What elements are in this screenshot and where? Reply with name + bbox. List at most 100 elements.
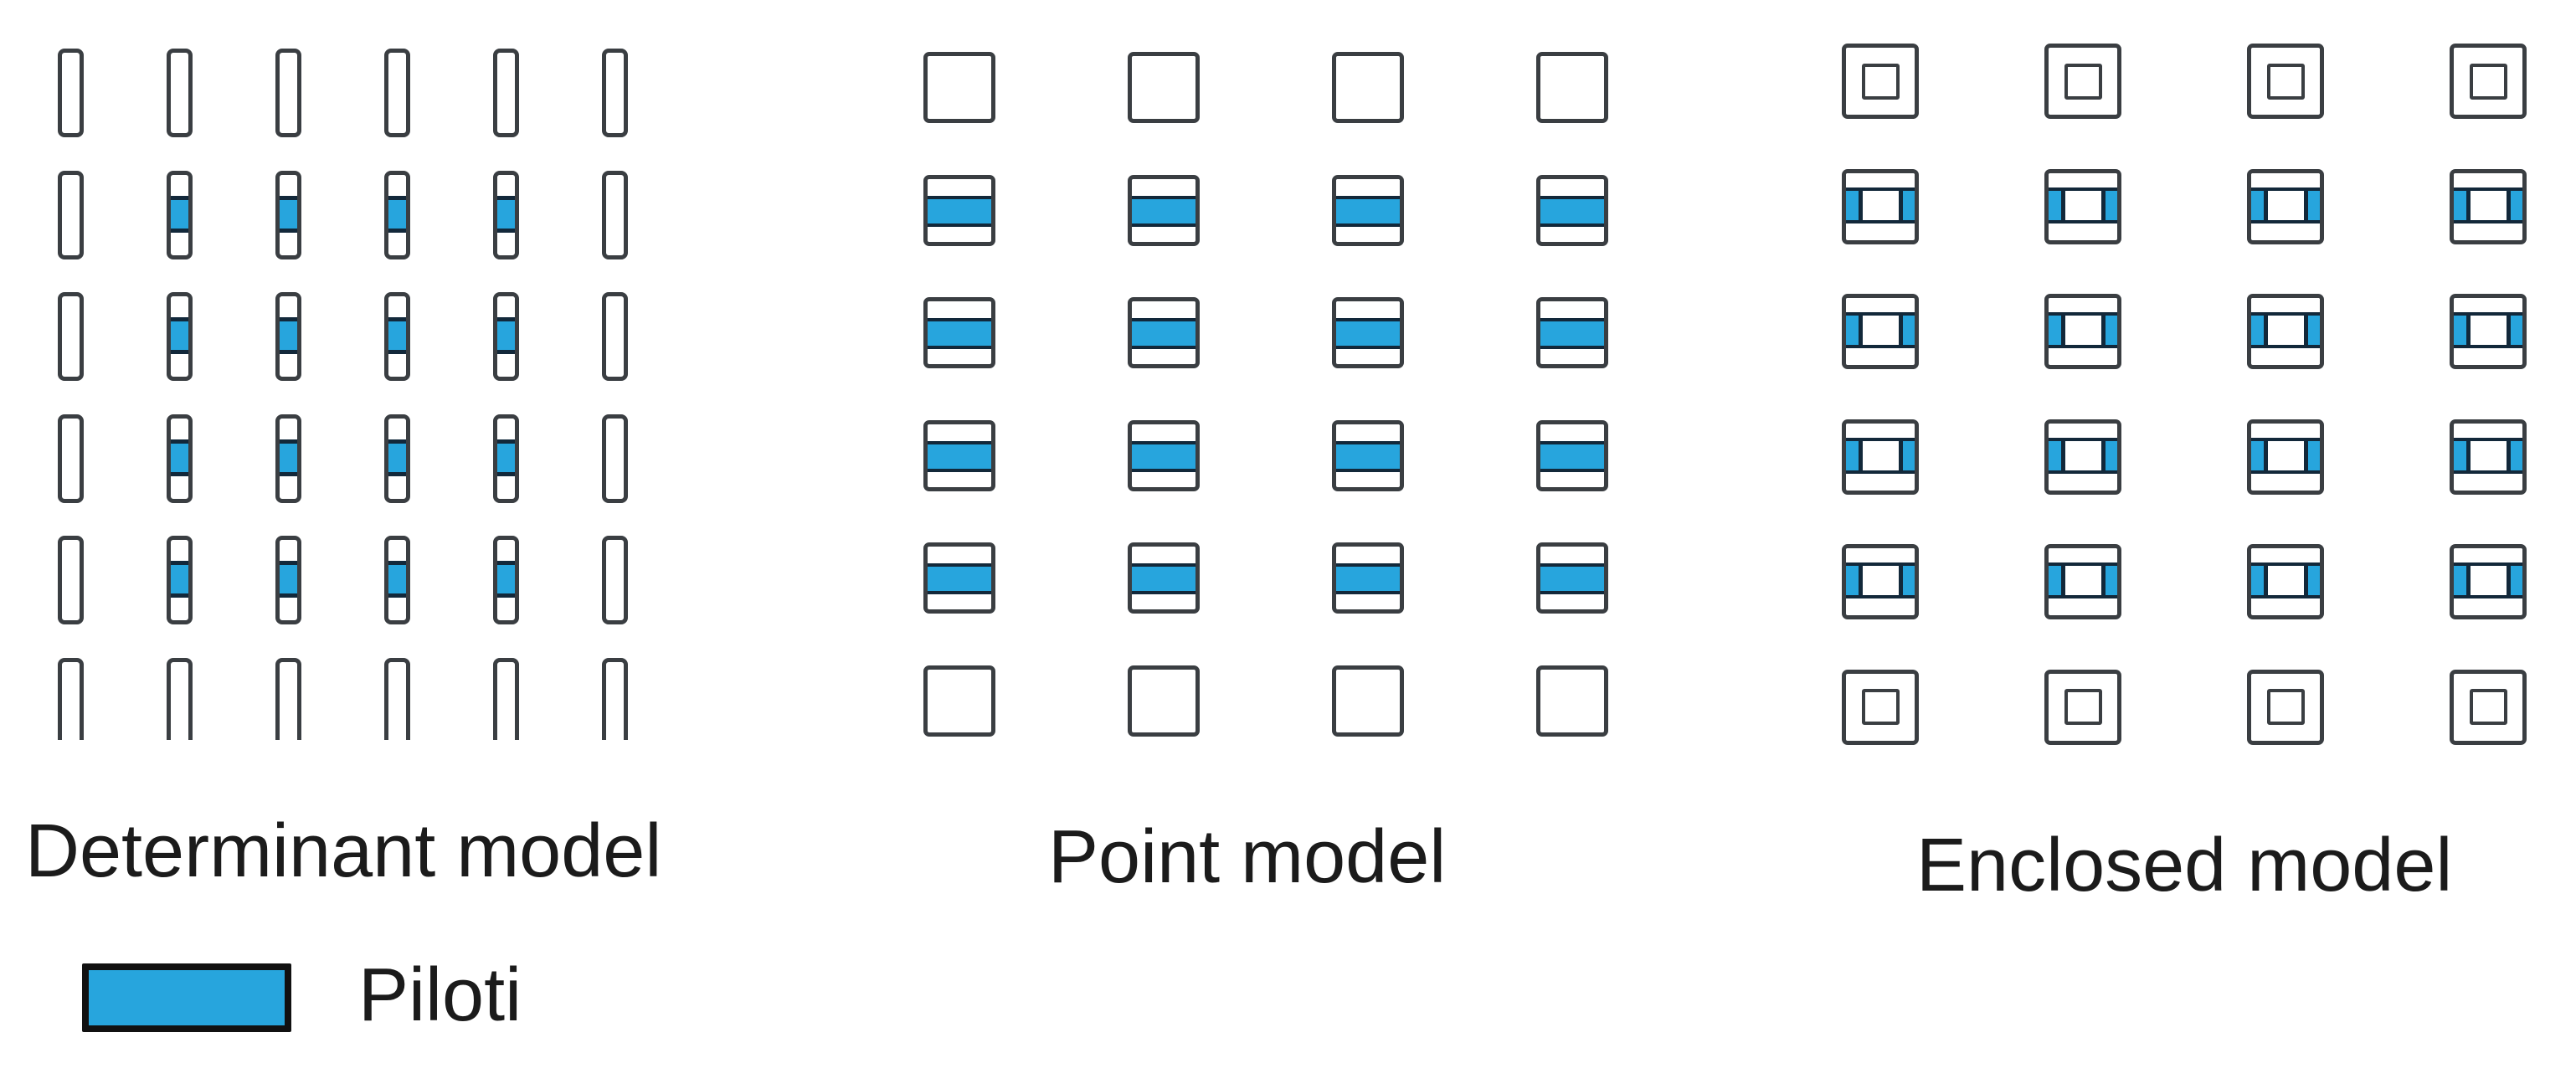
determinant-cell xyxy=(58,536,84,624)
point-cell xyxy=(1128,665,1200,737)
enclosed-inner-core xyxy=(2465,316,2511,345)
piloti-band xyxy=(1540,195,1604,227)
cell-top-spacer xyxy=(280,418,297,439)
enclosed-piloti-cell xyxy=(2044,294,2121,369)
cell-top-spacer xyxy=(2251,548,2320,562)
enclosed-piloti-cell xyxy=(2450,168,2527,244)
cell-top-spacer xyxy=(1540,301,1604,318)
determinant-piloti-cell xyxy=(493,292,519,381)
cell-top-spacer xyxy=(1132,424,1195,441)
determinant-cell xyxy=(602,536,628,624)
enclosed-inner-square xyxy=(2266,689,2305,725)
piloti-band xyxy=(2049,437,2117,474)
enclosed-cell xyxy=(2247,44,2324,119)
determinant-piloti-cell xyxy=(167,170,193,259)
piloti-band xyxy=(1846,562,1915,598)
piloti-band xyxy=(928,563,991,594)
piloti-band xyxy=(2251,437,2320,474)
cell-top-spacer xyxy=(1336,178,1400,196)
cell-top-spacer xyxy=(497,540,515,561)
enclosed-piloti-cell xyxy=(2044,419,2121,495)
point-cell-grid xyxy=(923,52,1608,737)
determinant-cell xyxy=(602,292,628,381)
cell-top-spacer xyxy=(388,174,406,196)
enclosed-inner-core xyxy=(2263,440,2308,470)
cell-top-spacer xyxy=(388,418,406,439)
cell-top-spacer xyxy=(2049,298,2117,312)
piloti-band xyxy=(1132,563,1195,594)
point-piloti-cell xyxy=(1128,297,1200,368)
point-cell xyxy=(1536,665,1608,737)
cell-top-spacer xyxy=(2454,172,2522,187)
enclosed-model-label: Enclosed model xyxy=(1916,824,2453,907)
piloti-band xyxy=(497,317,515,354)
piloti-band xyxy=(2049,562,2117,598)
determinant-cell xyxy=(384,657,410,740)
enclosed-cell xyxy=(1842,669,1919,745)
enclosed-piloti-cell xyxy=(1842,294,1919,369)
enclosed-piloti-cell xyxy=(2247,294,2324,369)
piloti-band xyxy=(171,439,188,476)
determinant-piloti-cell xyxy=(384,292,410,381)
point-cell xyxy=(923,665,995,737)
determinant-cell xyxy=(602,414,628,503)
cell-top-spacer xyxy=(2049,172,2117,187)
enclosed-inner-core xyxy=(2465,190,2511,220)
enclosed-piloti-cell xyxy=(1842,168,1919,244)
determinant-piloti-cell xyxy=(493,414,519,503)
cell-top-spacer xyxy=(2454,423,2522,438)
enclosed-model-group xyxy=(1842,44,2527,745)
enclosed-inner-core xyxy=(2263,190,2308,220)
enclosed-cell xyxy=(2247,669,2324,745)
cell-top-spacer xyxy=(1336,301,1400,318)
cell-top-spacer xyxy=(171,540,188,561)
determinant-piloti-cell xyxy=(493,170,519,259)
determinant-cell xyxy=(602,657,628,740)
enclosed-inner-square xyxy=(2266,63,2305,100)
determinant-cell xyxy=(167,49,193,137)
cell-top-spacer xyxy=(388,540,406,561)
piloti-band xyxy=(1132,195,1195,227)
enclosed-piloti-cell xyxy=(2044,168,2121,244)
piloti-band xyxy=(1846,187,1915,223)
cell-top-spacer xyxy=(1846,298,1915,312)
determinant-piloti-cell xyxy=(167,414,193,503)
cell-top-spacer xyxy=(280,174,297,196)
enclosed-inner-core xyxy=(2465,440,2511,470)
enclosed-inner-core xyxy=(2060,440,2106,470)
cell-top-spacer xyxy=(928,301,991,318)
piloti-band xyxy=(497,195,515,233)
enclosed-cell xyxy=(2044,44,2121,119)
enclosed-cell xyxy=(2044,669,2121,745)
point-cell xyxy=(1128,52,1200,123)
determinant-piloti-cell xyxy=(384,170,410,259)
piloti-band xyxy=(2049,187,2117,223)
enclosed-inner-core xyxy=(1858,190,1903,220)
piloti-band xyxy=(280,439,297,476)
enclosed-piloti-cell xyxy=(2044,544,2121,619)
piloti-band xyxy=(171,195,188,233)
determinant-cell xyxy=(275,49,301,137)
point-piloti-cell xyxy=(923,174,995,246)
point-piloti-cell xyxy=(923,542,995,614)
cell-top-spacer xyxy=(171,418,188,439)
enclosed-piloti-cell xyxy=(2450,419,2527,495)
determinant-cell xyxy=(58,170,84,259)
cell-top-spacer xyxy=(1132,301,1195,318)
cell-top-spacer xyxy=(2251,298,2320,312)
piloti-band xyxy=(280,317,297,354)
cell-top-spacer xyxy=(1540,424,1604,441)
enclosed-cell-grid xyxy=(1842,44,2527,745)
determinant-piloti-cell xyxy=(493,536,519,624)
determinant-piloti-cell xyxy=(384,414,410,503)
cell-top-spacer xyxy=(2454,298,2522,312)
cell-top-spacer xyxy=(497,174,515,196)
point-piloti-cell xyxy=(1536,174,1608,246)
cell-top-spacer xyxy=(1846,548,1915,562)
cell-top-spacer xyxy=(928,547,991,563)
piloti-band xyxy=(928,195,991,227)
cell-top-spacer xyxy=(280,296,297,317)
piloti-band xyxy=(1846,437,1915,474)
piloti-band xyxy=(1540,440,1604,472)
